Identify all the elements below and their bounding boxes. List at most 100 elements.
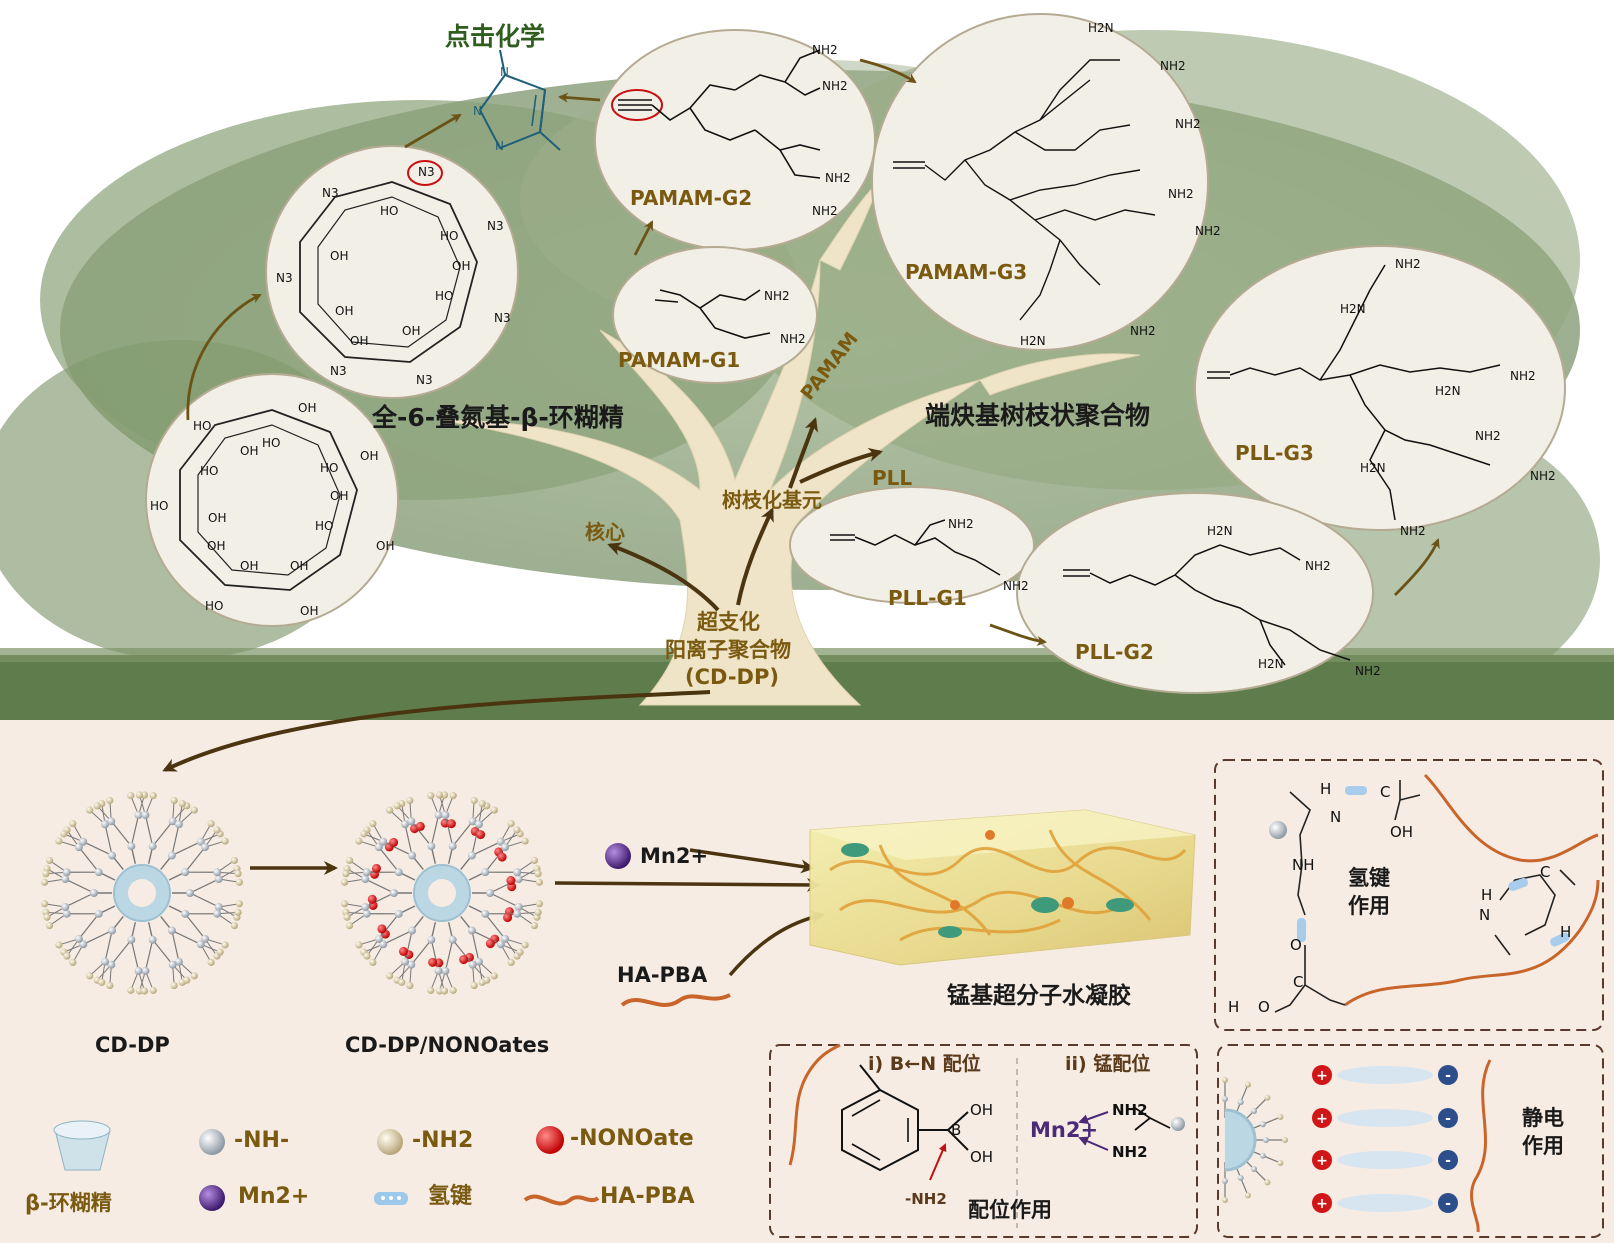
mn-ion-sphere [605, 843, 631, 869]
label-mn: Mn2+ [640, 844, 709, 868]
electrostatic-chemistry: +-+-+-+- [1222, 1059, 1492, 1233]
atom-n3: N3 [322, 186, 339, 200]
atom-oh: OH [1390, 823, 1414, 841]
atom-ho: HO [440, 229, 459, 243]
atom-n3: N3 [330, 364, 347, 378]
ha-pba-chain [620, 993, 731, 1007]
label-hbond-line1: 氢键 [1348, 866, 1390, 890]
legend-mn: Mn2+ [238, 1184, 310, 1209]
atom-oh: OH [240, 559, 259, 573]
circle-azido-cd [265, 145, 519, 399]
label-hyper-line3: (CD-DP) [685, 665, 779, 689]
trunk-arrows [162, 417, 883, 772]
cd-dp-dendrimer [40, 791, 244, 995]
atom-oh: OH [330, 249, 349, 263]
atom-n-triazole: N [495, 139, 504, 153]
label-hyper-line1: 超支化 [697, 610, 760, 634]
atom-nh2: NH2 [1400, 524, 1426, 538]
atom-h: H [1228, 998, 1240, 1016]
label-nh2-donor: -NH2 [905, 1190, 947, 1208]
atom-oh: OH [300, 604, 319, 618]
label-hyper-line2: 阳离子聚合物 [665, 638, 791, 662]
legend-cyclodextrin: β-环糊精 [25, 1191, 112, 1215]
legend-nh2: -NH2 [412, 1128, 474, 1153]
atom-nh2: NH2 [822, 79, 848, 93]
atom-h: H [1560, 923, 1572, 941]
atom-n: N [1330, 808, 1342, 826]
circle-pll-g3 [1194, 245, 1566, 531]
atom-h2n: H2N [1360, 461, 1386, 475]
legend-ha-pba-wave [523, 1194, 600, 1206]
svg-text:+: + [1316, 1153, 1328, 1169]
atom-nh2: NH2 [825, 171, 851, 185]
atom-nh2: NH2 [948, 517, 974, 531]
coordination-chemistry [788, 1043, 1185, 1181]
atom-ho: HO [200, 464, 219, 478]
tree-trunk [439, 179, 1141, 706]
svg-text:+: + [1316, 1068, 1328, 1084]
atom-oh: OH [335, 304, 354, 318]
atom-nh2: NH2 [1305, 559, 1331, 573]
atom-nh2: NH2 [812, 204, 838, 218]
label-pll-g3: PLL-G3 [1235, 441, 1314, 465]
triazole-structure [478, 49, 561, 151]
atom-oh: OH [970, 1148, 994, 1166]
label-mn-coordination: ii) 锰配位 [1065, 1053, 1151, 1075]
atom-c: C [1540, 863, 1551, 881]
atom-oh: OH [298, 401, 317, 415]
cd-dp-nonoates-dendrimer [340, 791, 544, 995]
atom-nh2: NH2 [1355, 664, 1381, 678]
atom-h: H [1481, 886, 1493, 904]
label-bn-coordination: i) B←N 配位 [868, 1053, 981, 1075]
legend-nh: -NH- [234, 1128, 290, 1153]
svg-text:-: - [1445, 1196, 1451, 1212]
atom-n3: N3 [416, 373, 433, 387]
atom-c: C [1380, 783, 1391, 801]
label-electro-line1: 静电 [1522, 1106, 1564, 1130]
label-pll-g2: PLL-G2 [1075, 640, 1154, 664]
atom-oh: OH [240, 444, 259, 458]
label-coordination-effect: 配位作用 [968, 1198, 1052, 1222]
atom-ho: HO [435, 289, 454, 303]
atom-c: C [1293, 973, 1304, 991]
label-alkyne-dendrimers: 端炔基树枝状聚合物 [925, 401, 1151, 430]
label-cd-dp: CD-DP [95, 1033, 170, 1057]
label-pamam-g1: PAMAM-G1 [618, 348, 741, 372]
atom-h: H [1320, 780, 1332, 798]
atom-ho: HO [320, 461, 339, 475]
atom-nh2: NH2 [780, 332, 806, 346]
label-pll: PLL [872, 466, 913, 490]
circle-pamam-g1 [612, 246, 818, 384]
circle-pamam-g3 [871, 13, 1209, 351]
atom-nh2: NH2 [1395, 257, 1421, 271]
label-hydrogel: 锰基超分子水凝胶 [947, 983, 1131, 1009]
atom-oh: OH [970, 1101, 994, 1119]
atom-o: O [1258, 998, 1270, 1016]
atom-oh: OH [376, 539, 395, 553]
legend-mn-sphere [199, 1185, 225, 1211]
label-mn-ion: Mn2+ [1030, 1118, 1099, 1142]
atom-nh2: NH2 [1112, 1143, 1148, 1161]
atom-o: O [1290, 936, 1302, 954]
atom-oh: OH [452, 259, 471, 273]
atom-nh2: NH2 [1475, 429, 1501, 443]
atom-nh2: NH2 [1530, 469, 1556, 483]
atom-ho: HO [380, 204, 399, 218]
atom-h2n: H2N [1340, 302, 1366, 316]
legend-ha-pba: HA-PBA [600, 1184, 695, 1209]
atom-h2n: H2N [1435, 384, 1461, 398]
atom-nh2: NH2 [1510, 369, 1536, 383]
atom-nh2: NH2 [1003, 579, 1029, 593]
atom-nh: NH [1292, 856, 1315, 874]
label-per6-azido-cd: 全-6-叠氮基-β-环糊精 [372, 403, 624, 432]
atom-ho: HO [193, 419, 212, 433]
atom-oh: OH [360, 449, 379, 463]
legend-nonoate: -NONOate [570, 1126, 694, 1151]
atom-h2n: H2N [1020, 334, 1046, 348]
hbond-box [1214, 759, 1604, 1031]
label-click-chemistry: 点击化学 [445, 22, 546, 51]
legend-nh-sphere [199, 1129, 225, 1155]
atom-nh2: NH2 [1160, 59, 1186, 73]
